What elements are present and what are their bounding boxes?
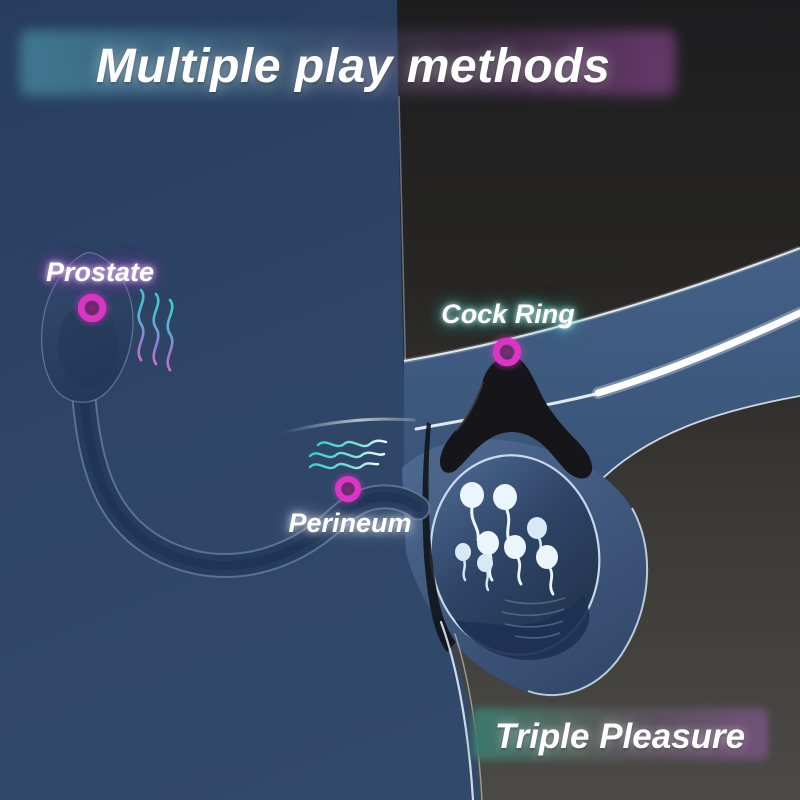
ring-strap [422, 422, 456, 652]
tail-arm [71, 385, 431, 578]
highlight-swoosh [280, 417, 416, 435]
callout-label-cock-ring: Cock Ring [441, 299, 575, 329]
thigh-seam-lines [439, 620, 483, 800]
sperm-icon [504, 535, 526, 586]
title-banner [20, 30, 676, 96]
vibration-dot-prostate [72, 288, 112, 328]
vibration-waves-prostate-icon [137, 288, 174, 372]
vibration-dot-perineum [330, 471, 366, 507]
sac-ridge-pad [455, 596, 590, 660]
ridge-lines [501, 597, 566, 639]
sperm-icon [455, 543, 471, 582]
page-title: Multiple play methods [95, 40, 611, 93]
sperm-icon [477, 554, 493, 592]
sperm-icon [460, 482, 484, 542]
ring-rim-highlight [455, 381, 484, 432]
callout-label-perineum: Perineum [288, 508, 412, 538]
cock-ring [440, 356, 593, 479]
footer-badge-banner [472, 708, 768, 760]
sperm-icon [536, 545, 558, 596]
vibration-dot-cock-ring [487, 332, 527, 372]
vibration-waves-perineum-icon [308, 439, 388, 470]
footer-badge: Triple Pleasure [494, 717, 746, 756]
callout-label-prostate: Prostate [45, 257, 155, 287]
sperm-icons [455, 482, 558, 596]
